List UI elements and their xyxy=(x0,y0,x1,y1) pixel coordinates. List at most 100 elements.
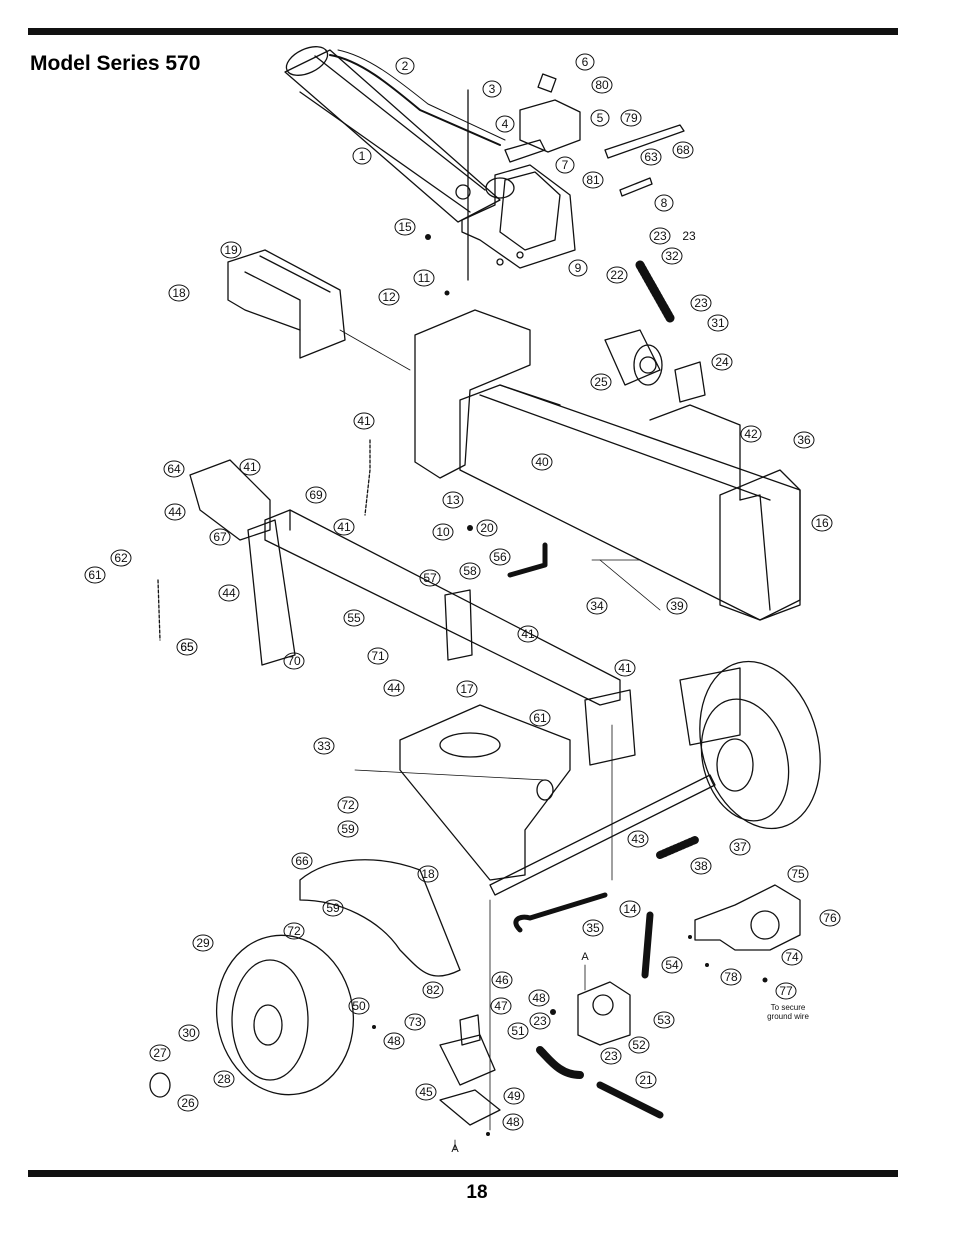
top-rule xyxy=(28,28,898,35)
callout: 27 xyxy=(153,1046,167,1060)
tail-light-74 xyxy=(694,884,801,951)
callout: 10 xyxy=(436,525,450,539)
ground-wire-note-line2: ground wire xyxy=(767,1012,809,1021)
callout: 23 xyxy=(682,229,696,243)
callout: 23 xyxy=(653,229,667,243)
pump-52 xyxy=(577,981,631,1046)
callout: 72 xyxy=(341,798,355,812)
callout: 61 xyxy=(88,568,102,582)
bracket-57 xyxy=(444,589,473,661)
repeated-callouts: 18 23 23 23 23 41 41 41 41 44 44 48 48 5… xyxy=(88,229,708,1129)
hose-spring-22 xyxy=(635,260,675,323)
callout: 49 xyxy=(507,1089,521,1103)
callout: 50 xyxy=(352,999,366,1013)
callout: 64 xyxy=(167,462,181,476)
axle-plate xyxy=(584,689,636,766)
callout: 6 xyxy=(582,55,589,69)
callout: 2 xyxy=(402,59,409,73)
callout: 80 xyxy=(595,78,609,92)
chain-upper xyxy=(364,439,371,516)
callout: 9 xyxy=(575,261,582,275)
callout: 20 xyxy=(480,521,494,535)
callout: 72 xyxy=(287,924,301,938)
callout: 38 xyxy=(694,859,708,873)
left-wheel xyxy=(215,934,355,1096)
callout: 19 xyxy=(224,243,238,257)
right-wheel xyxy=(679,660,821,830)
chain-lower xyxy=(157,579,161,641)
callout: 45 xyxy=(419,1085,433,1099)
hydraulic-filter xyxy=(604,329,663,386)
page-title: Model Series 570 xyxy=(30,52,201,75)
callout-labels xyxy=(84,53,841,1131)
callout: 73 xyxy=(408,1015,422,1029)
callout: 48 xyxy=(387,1034,401,1048)
callout: 59 xyxy=(326,901,340,915)
pin-56 xyxy=(507,542,548,578)
callout: 23 xyxy=(604,1049,618,1063)
callout: 39 xyxy=(670,599,684,613)
callout: 63 xyxy=(644,150,658,164)
callout: 18 xyxy=(172,286,186,300)
callout: 23 xyxy=(533,1014,547,1028)
callout: 41 xyxy=(618,661,632,675)
callout: 47 xyxy=(494,999,508,1013)
callout: 12 xyxy=(382,290,396,304)
callout: 21 xyxy=(639,1073,653,1087)
coupler-47 xyxy=(459,1014,481,1046)
callout: 42 xyxy=(744,427,758,441)
callout: 53 xyxy=(657,1013,671,1027)
hose-54 xyxy=(641,911,654,979)
callout: 26 xyxy=(181,1096,195,1110)
axle-43 xyxy=(489,774,716,896)
callout: 36 xyxy=(797,433,811,447)
callout: 1 xyxy=(359,149,366,163)
callout: 23 xyxy=(694,296,708,310)
callout: 65 xyxy=(180,640,194,654)
callout: 71 xyxy=(371,649,385,663)
callout: 22 xyxy=(610,268,624,282)
hydraulic-cylinder xyxy=(284,46,506,223)
callout: 48 xyxy=(506,1115,520,1129)
callout: 44 xyxy=(222,586,236,600)
callout: 41 xyxy=(357,414,371,428)
callout: 75 xyxy=(791,867,805,881)
callout: 33 xyxy=(317,739,331,753)
spring-38 xyxy=(656,836,699,859)
callout: 5 xyxy=(597,111,604,125)
splitter-beam xyxy=(414,309,801,621)
callout: 8 xyxy=(661,196,668,210)
callout: 18 xyxy=(421,867,435,881)
log-cradle-bracket xyxy=(227,249,346,359)
fitting-24 xyxy=(674,361,706,403)
ground-wire-note-line1: To secure xyxy=(771,1003,806,1012)
callout: 40 xyxy=(535,455,549,469)
callout: 82 xyxy=(426,983,440,997)
callout: 77 xyxy=(779,984,793,998)
callout: 11 xyxy=(418,271,431,285)
callout: 66 xyxy=(295,854,309,868)
callout: 54 xyxy=(665,958,679,972)
callout: 46 xyxy=(495,973,509,987)
callout: 62 xyxy=(114,551,128,565)
callout: 76 xyxy=(823,911,837,925)
callout: 78 xyxy=(724,970,738,984)
callout: 44 xyxy=(387,681,401,695)
callout: 28 xyxy=(217,1072,231,1086)
hub-cap-26 xyxy=(149,1072,171,1098)
callout: 15 xyxy=(398,220,412,234)
callout: 56 xyxy=(493,550,507,564)
stand-leg-70 xyxy=(247,519,296,666)
callout: 68 xyxy=(676,143,690,157)
callout: 4 xyxy=(502,117,509,131)
callout: 16 xyxy=(815,516,829,530)
callout: 81 xyxy=(586,173,600,187)
callout: 17 xyxy=(460,682,474,696)
callout: 61 xyxy=(533,711,547,725)
reservoir-tank xyxy=(399,704,571,881)
callout: 37 xyxy=(733,840,747,854)
callout: 51 xyxy=(511,1024,525,1038)
view-letter-a-bottom: A xyxy=(451,1143,459,1155)
bottom-rule xyxy=(28,1170,898,1177)
